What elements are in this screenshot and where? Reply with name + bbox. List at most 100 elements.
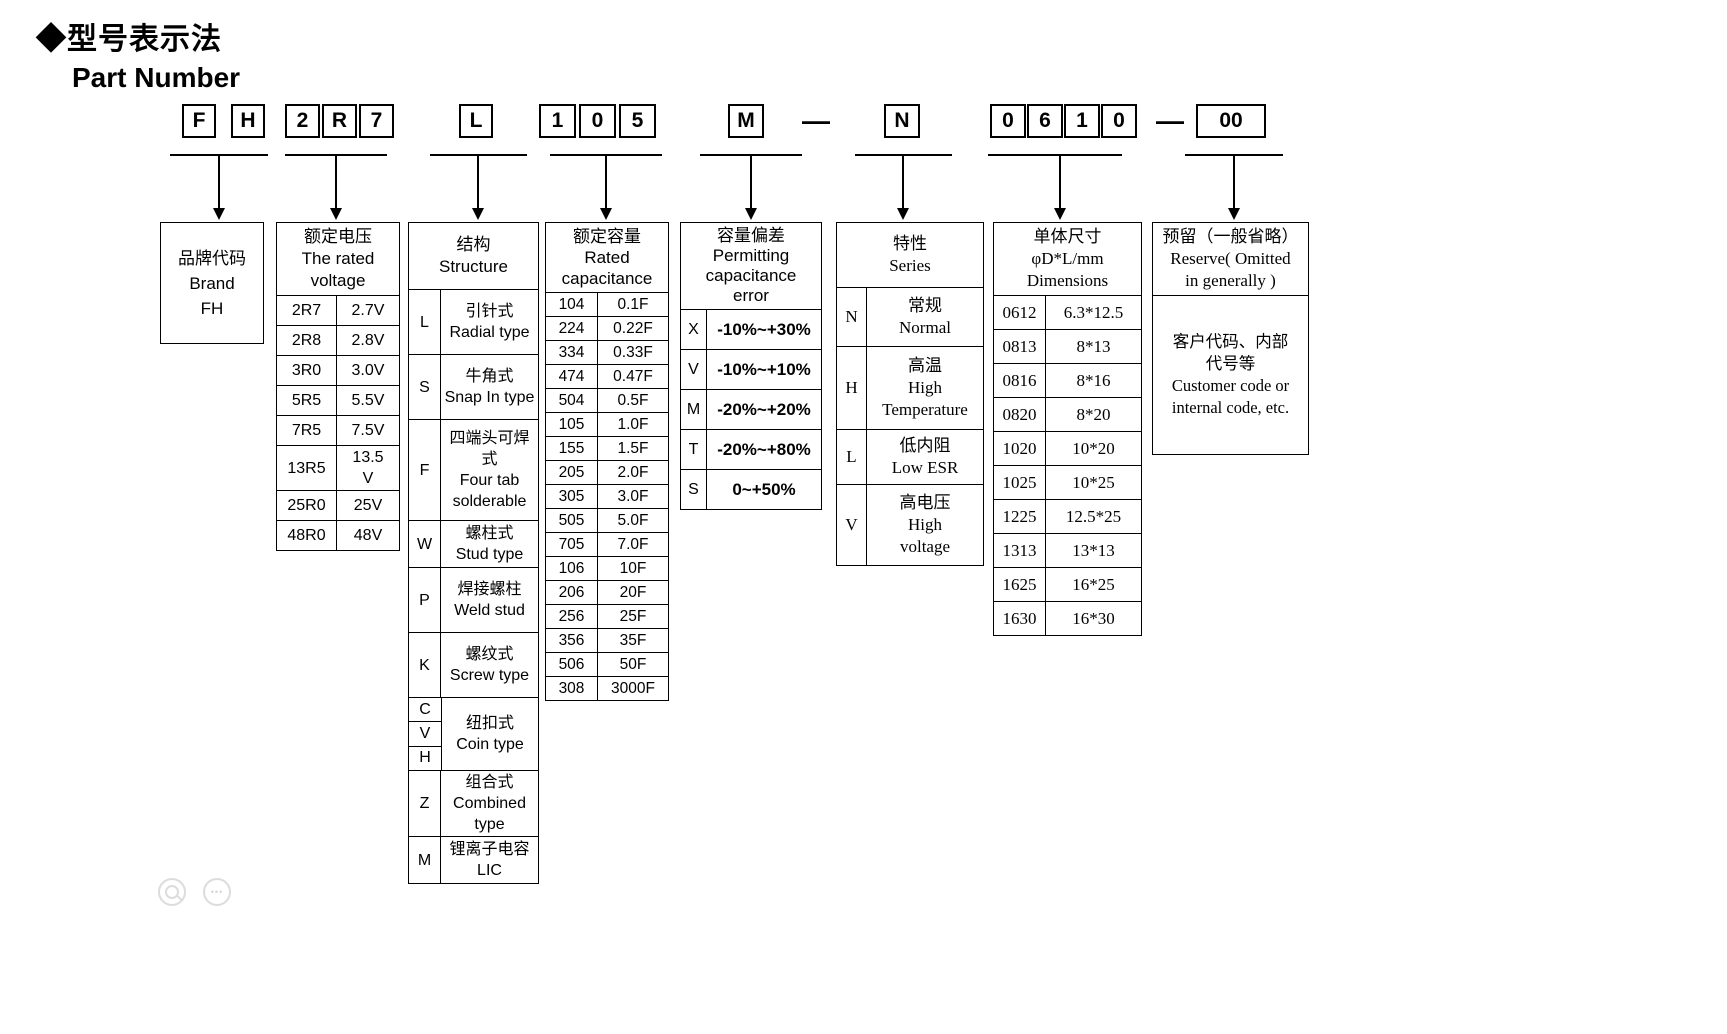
structure-code-cell: L xyxy=(409,290,441,354)
error-table-body: X -10%~+30% V -10%~+10% M -20%~+20% T -2… xyxy=(681,310,821,509)
structure-table-body: L 引针式 Radial type S 牛角式 Snap In type F 四… xyxy=(409,290,538,698)
dimensions-value-cell: 8*20 xyxy=(1076,405,1111,424)
capacitance-row: 308 3000F xyxy=(546,677,668,700)
capacitance-value-cell: 0.5F xyxy=(617,392,649,409)
voltage-code-cell: 7R5 xyxy=(277,416,337,445)
pn-group-dimensions: 0 6 1 0 xyxy=(990,104,1137,138)
reserve-table-header: 预留（一般省略） Reserve( Omitted in generally ) xyxy=(1153,223,1308,296)
error-code-cell: V xyxy=(681,350,707,389)
pn-char-box: 0 xyxy=(579,104,616,138)
series-code-cell: H xyxy=(837,347,867,429)
pn-char-box: 7 xyxy=(359,104,394,138)
capacitance-row: 505 5.0F xyxy=(546,509,668,533)
dimensions-value-cell: 6.3*12.5 xyxy=(1063,303,1124,322)
brand-table: 品牌代码 Brand FH xyxy=(160,222,264,344)
dimensions-code-cell: 1313 xyxy=(994,534,1046,567)
capacitance-code-cell: 256 xyxy=(546,605,598,628)
voltage-value-cell: 48V xyxy=(353,527,383,544)
capacitance-value-cell: 10F xyxy=(619,560,647,577)
structure-row: F 四端头可焊式 Four tab solderable xyxy=(409,420,538,521)
down-arrow-icon xyxy=(1054,154,1066,220)
structure-desc-cell: 螺纹式 Screw type xyxy=(449,646,530,684)
capacitance-code-cell: 155 xyxy=(546,437,598,460)
capacitance-row: 104 0.1F xyxy=(546,293,668,317)
dimensions-row: 1630 16*30 xyxy=(994,602,1141,635)
pn-group-reserve: 00 xyxy=(1196,104,1266,138)
error-value-cell: -20%~+20% xyxy=(717,400,811,419)
structure-desc-cell: 四端头可焊式 Four tab solderable xyxy=(449,430,530,510)
voltage-table-body: 2R7 2.7V 2R8 2.8V 3R0 3.0V 5R5 5.5V 7R5 … xyxy=(277,296,399,550)
down-arrow-icon xyxy=(600,154,612,220)
error-code-cell: S xyxy=(681,470,707,509)
error-value-cell: 0~+50% xyxy=(732,480,796,499)
voltage-value-cell: 2.8V xyxy=(351,332,385,349)
error-value-cell: -10%~+10% xyxy=(717,360,811,379)
more-icon[interactable]: ••• xyxy=(203,878,231,906)
capacitance-row: 474 0.47F xyxy=(546,365,668,389)
pn-char-box: 1 xyxy=(539,104,576,138)
capacitance-code-cell: 505 xyxy=(546,509,598,532)
structure-desc-cell: 焊接螺柱 Weld stud xyxy=(454,581,525,619)
capacitance-row: 356 35F xyxy=(546,629,668,653)
dimensions-row: 0612 6.3*12.5 xyxy=(994,296,1141,330)
voltage-code-cell: 5R5 xyxy=(277,386,337,415)
structure-code-cell: V xyxy=(409,722,441,747)
capacitance-value-cell: 0.33F xyxy=(613,344,653,361)
ellipsis-glyph: ••• xyxy=(210,887,224,897)
error-row: X -10%~+30% xyxy=(681,310,821,350)
dimensions-table-header: 单体尺寸 φD*L/mm Dimensions xyxy=(994,223,1141,296)
pn-char-box: 0 xyxy=(1101,104,1137,138)
down-arrow-icon xyxy=(472,154,484,220)
voltage-table-header: 额定电压 The rated voltage xyxy=(277,223,399,296)
voltage-code-cell: 25R0 xyxy=(277,491,337,520)
voltage-code-cell: 13R5 xyxy=(277,446,337,490)
capacitance-row: 334 0.33F xyxy=(546,341,668,365)
voltage-value-cell: 13.5 V xyxy=(352,449,384,487)
dimensions-value-cell: 8*16 xyxy=(1076,371,1111,390)
structure-code-cell: M xyxy=(409,837,441,883)
capacitance-value-cell: 35F xyxy=(619,632,647,649)
capacitance-row: 206 20F xyxy=(546,581,668,605)
structure-row: P 焊接螺柱 Weld stud xyxy=(409,568,538,633)
voltage-row: 2R8 2.8V xyxy=(277,326,399,356)
pn-group-voltage: 2 R 7 xyxy=(285,104,394,138)
capacitance-row: 106 10F xyxy=(546,557,668,581)
dimensions-value-cell: 8*13 xyxy=(1076,337,1111,356)
structure-desc-cell: 纽扣式 Coin type xyxy=(456,715,524,753)
structure-row: Z 组合式 Combined type xyxy=(409,771,538,837)
voltage-value-cell: 7.5V xyxy=(351,422,385,439)
pn-group-tolerance: M xyxy=(728,104,764,138)
series-table: 特性 Series N 常规 Normal H 高温 High Temperat… xyxy=(836,222,984,566)
structure-code-cell: S xyxy=(409,355,441,419)
voltage-value-cell: 2.7V xyxy=(351,302,385,319)
dimensions-code-cell: 1225 xyxy=(994,500,1046,533)
structure-code-cell: F xyxy=(409,420,441,520)
dimensions-value-cell: 13*13 xyxy=(1072,541,1115,560)
dimensions-code-cell: 0612 xyxy=(994,296,1046,329)
capacitance-value-cell: 50F xyxy=(619,656,647,673)
voltage-code-cell: 3R0 xyxy=(277,356,337,385)
series-desc-cell: 高电压 High voltage xyxy=(899,493,951,556)
pn-char-box: F xyxy=(182,104,216,138)
dimensions-row: 1625 16*25 xyxy=(994,568,1141,602)
dimensions-value-cell: 10*25 xyxy=(1072,473,1115,492)
capacitance-row: 504 0.5F xyxy=(546,389,668,413)
magnifier-icon[interactable] xyxy=(158,878,186,906)
capacitance-code-cell: 356 xyxy=(546,629,598,652)
pn-separator: — xyxy=(1156,105,1184,136)
error-code-cell: X xyxy=(681,310,707,349)
series-code-cell: N xyxy=(837,288,867,346)
structure-table-tail: Z 组合式 Combined type M 锂离子电容LIC xyxy=(409,771,538,883)
dimensions-row: 1313 13*13 xyxy=(994,534,1141,568)
capacitance-value-cell: 5.0F xyxy=(617,512,649,529)
voltage-code-cell: 48R0 xyxy=(277,521,337,550)
dimensions-code-cell: 0813 xyxy=(994,330,1046,363)
dimensions-row: 0816 8*16 xyxy=(994,364,1141,398)
voltage-row: 25R0 25V xyxy=(277,491,399,521)
series-row: L 低内阻 Low ESR xyxy=(837,430,983,485)
series-desc-cell: 高温 High Temperature xyxy=(882,356,968,419)
dimensions-value-cell: 10*20 xyxy=(1072,439,1115,458)
capacitance-value-cell: 0.1F xyxy=(617,296,649,313)
capacitance-code-cell: 106 xyxy=(546,557,598,580)
